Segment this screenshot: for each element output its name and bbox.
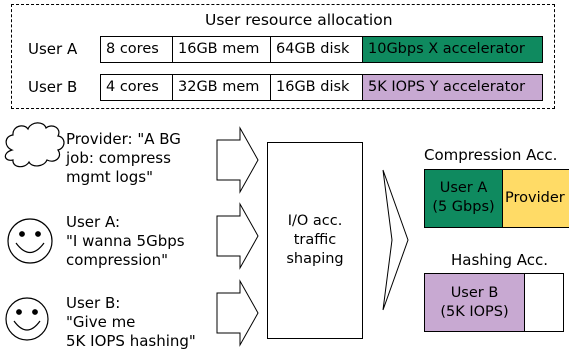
cloud-icon <box>4 122 65 168</box>
shaper-line-3: shaping <box>286 251 344 267</box>
smiley-icon <box>7 218 53 264</box>
user-b-accelerator: 5K IOPS Y accelerator <box>362 74 543 101</box>
hashing-user-b-label: User B <box>450 285 499 301</box>
request-arrow <box>216 279 259 347</box>
resource-allocation-panel <box>11 4 555 109</box>
user-b-request-line-2: "Give me <box>66 313 136 331</box>
shaper-line-1: I/O acc. <box>287 213 343 229</box>
provider-request-line-3: mgmt logs" <box>66 168 153 186</box>
user-b-label: User B <box>28 78 78 96</box>
compression-acc-title: Compression Acc. <box>424 146 558 164</box>
provider-request-line-2: job: compress <box>66 149 171 167</box>
hashing-user-b-share <box>424 273 525 332</box>
request-arrow <box>216 202 259 270</box>
shaper-output-arrow <box>382 169 409 311</box>
compression-provider-share <box>502 169 569 228</box>
user-a-request-line-3: compression" <box>66 251 169 269</box>
user-a-label: User A <box>28 40 78 58</box>
io-traffic-shaper <box>267 142 363 339</box>
user-a-request-line-2: "I wanna 5Gbps <box>66 232 185 250</box>
allocation-title: User resource allocation <box>205 11 393 29</box>
compression-user-a-rate: (5 Gbps) <box>432 199 495 215</box>
hashing-user-b-rate: (5K IOPS) <box>440 304 509 320</box>
user-a-request-line-1: User A: <box>66 213 121 231</box>
compression-provider-label: Provider <box>505 190 565 206</box>
compression-user-a-share <box>424 169 503 228</box>
provider-request-line-1: Provider: "A BG <box>66 130 181 148</box>
user-b-request-line-1: User B: <box>66 294 121 312</box>
hashing-acc-title: Hashing Acc. <box>451 251 549 269</box>
user-b-request-line-3: 5K IOPS hashing" <box>66 332 196 350</box>
compression-user-a-label: User A <box>439 180 488 196</box>
request-arrow <box>216 126 259 194</box>
smiley-icon <box>5 297 49 341</box>
shaper-line-2: traffic <box>293 232 337 248</box>
user-a-accelerator: 10Gbps X accelerator <box>362 36 543 63</box>
